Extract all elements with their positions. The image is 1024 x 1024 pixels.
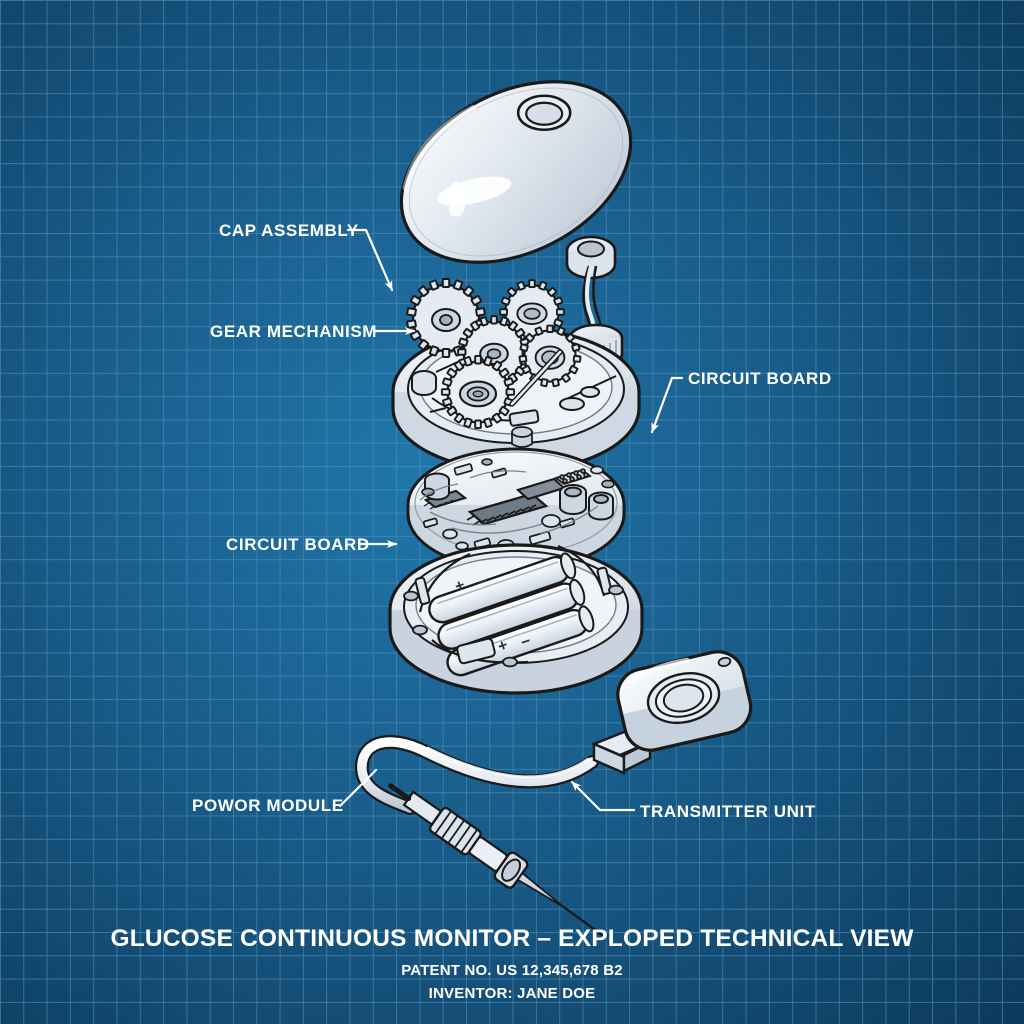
callout-leader-lines — [338, 228, 684, 812]
leader-transmitter-unit — [570, 780, 636, 812]
title-block: GLUCOSE CONTINUOUS MONITOR – EXPLOPED TE… — [110, 925, 914, 1002]
gear-icon-1 — [406, 278, 486, 358]
part-cap-assembly — [399, 80, 633, 264]
drawing-title: GLUCOSE CONTINUOUS MONITOR – EXPLOPED TE… — [110, 925, 914, 952]
part-gear-mechanism — [391, 278, 641, 473]
capacitor-2 — [588, 491, 614, 521]
part-transmitter-unit — [590, 650, 753, 775]
led-indicator-icon — [717, 656, 732, 667]
patent-number: PATENT NO. US 12,345,678 B2 — [401, 962, 623, 979]
part-sensor-probe — [388, 783, 605, 937]
callout-label-transmitter-unit: TRANSMITTER UNIT — [640, 802, 816, 821]
part-power-module: + − + − — [388, 543, 644, 695]
callout-label-circuit-board-left: CIRCUIT BOARD — [226, 535, 370, 554]
cap-port-icon — [516, 94, 572, 132]
ic-chip-small-1 — [423, 489, 468, 510]
callout-label-gear-mechanism: GEAR MECHANISM — [210, 322, 377, 341]
pin-header — [554, 468, 592, 485]
battery-cells: + − + − — [428, 552, 595, 677]
gear-icon-5 — [440, 354, 516, 430]
callout-label-power-module: POWOR MODULE — [192, 796, 344, 815]
callout-labels: CAP ASSEMBLY GEAR MECHANISM CIRCUIT BOAR… — [192, 221, 832, 821]
callout-label-cap-assembly: CAP ASSEMBLY — [219, 221, 359, 240]
callout-label-circuit-board-right: CIRCUIT BOARD — [688, 369, 832, 388]
leader-circuit-board-right — [650, 376, 684, 434]
leader-power-module — [338, 768, 378, 808]
leader-cap-assembly — [346, 228, 394, 292]
inventor-name: INVENTOR: JANE DOE — [429, 985, 596, 1002]
gear-icon-4 — [518, 324, 582, 388]
part-sensor-cable — [354, 735, 599, 815]
capacitor-1 — [559, 484, 587, 515]
ic-chip-main — [466, 492, 549, 526]
